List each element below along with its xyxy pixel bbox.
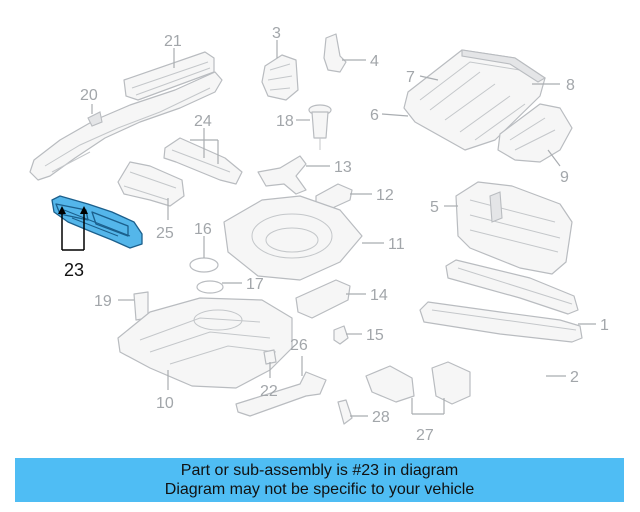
callout-6: 6 — [370, 107, 379, 124]
part-4 — [323, 33, 347, 73]
callout-9: 9 — [560, 169, 569, 186]
part-27 — [365, 361, 471, 405]
part-21 — [123, 51, 215, 101]
callout-1: 1 — [600, 317, 609, 334]
callout-5: 5 — [430, 199, 439, 216]
callout-4: 4 — [370, 53, 379, 70]
callout-19: 19 — [94, 293, 112, 310]
part-22 — [263, 349, 277, 365]
callout-25: 25 — [156, 225, 174, 242]
callout-14: 14 — [370, 287, 388, 304]
part-25 — [117, 161, 185, 207]
callout-15: 15 — [366, 327, 384, 344]
part-26 — [235, 371, 327, 417]
callout-17: 17 — [246, 276, 264, 293]
part-24 — [163, 137, 243, 185]
callout-8: 8 — [566, 77, 575, 94]
callout-26: 26 — [290, 337, 308, 354]
callout-16: 16 — [194, 221, 212, 238]
callout-11: 11 — [388, 236, 405, 253]
part-5 — [455, 181, 573, 275]
part-9 — [497, 103, 573, 163]
part-17 — [196, 280, 224, 294]
part-1 — [419, 301, 583, 343]
callout-23: 23 — [64, 260, 84, 280]
leader-lines — [91, 40, 596, 417]
part-11 — [223, 195, 363, 281]
callout-24: 24 — [194, 113, 212, 130]
parts-diagram: 21 3 4 7 8 20 24 18 6 13 9 12 5 25 16 11… — [29, 25, 609, 444]
banner-line-part-number: Part or sub-assembly is #23 in diagram — [180, 462, 459, 479]
callout-labels: 21 3 4 7 8 20 24 18 6 13 9 12 5 25 16 11… — [64, 25, 609, 444]
callout-13: 13 — [334, 159, 352, 176]
callout-2: 2 — [570, 369, 579, 386]
callout-28: 28 — [372, 409, 390, 426]
callout-12: 12 — [376, 187, 394, 204]
banner-line-disclaimer: Diagram may not be specific to your vehi… — [164, 481, 475, 498]
part-13 — [257, 155, 307, 195]
callout-18: 18 — [276, 113, 294, 130]
part-20 — [29, 71, 223, 181]
info-banner: Part or sub-assembly is #23 in diagram D… — [15, 458, 624, 502]
part-14 — [295, 279, 351, 319]
callout-22: 22 — [260, 383, 278, 400]
part-23-highlighted — [51, 195, 143, 249]
part-10 — [117, 297, 293, 389]
part-6-7-8-shelf — [403, 49, 547, 151]
part-2 — [445, 259, 579, 315]
part-16 — [189, 257, 219, 273]
callout-10: 10 — [156, 395, 174, 412]
part-18 — [308, 104, 332, 150]
part-3 — [261, 54, 299, 101]
part-15 — [333, 325, 349, 345]
callout-27: 27 — [416, 427, 434, 444]
callout-7: 7 — [406, 69, 415, 86]
callout-3: 3 — [272, 25, 281, 42]
callout-21: 21 — [164, 33, 182, 50]
callout-20: 20 — [80, 87, 98, 104]
part-28 — [337, 399, 353, 425]
leader-23 — [58, 206, 88, 251]
